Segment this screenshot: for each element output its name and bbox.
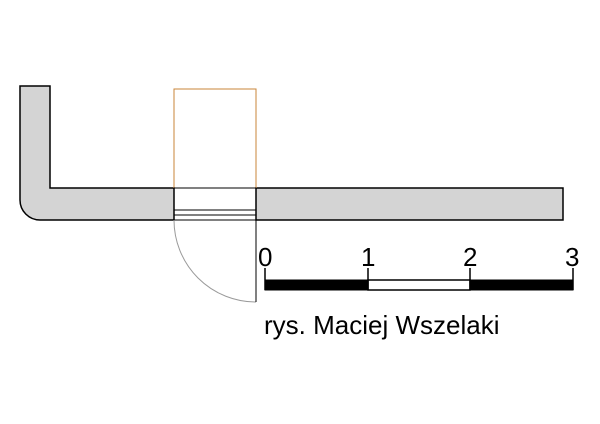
door-leaf — [173, 88, 257, 189]
scale-bar-segment-2-3 — [469, 279, 574, 291]
scale-bar-label-1: 1 — [361, 242, 375, 272]
wall-left-l-shape — [19, 85, 175, 221]
scale-bar: 0 1 2 3 — [258, 242, 579, 291]
drawing-credit: rys. Maciej Wszelaki — [264, 310, 499, 340]
door-swing-arc — [173, 219, 257, 303]
scale-bar-segment-0-1 — [264, 279, 369, 291]
door-threshold — [173, 187, 257, 221]
scale-bar-segment-1-2 — [367, 279, 471, 291]
scale-bar-label-0: 0 — [258, 242, 272, 272]
scale-bar-label-2: 2 — [463, 242, 477, 272]
scale-bar-label-3: 3 — [565, 242, 579, 272]
wall-right-segment — [255, 187, 564, 221]
